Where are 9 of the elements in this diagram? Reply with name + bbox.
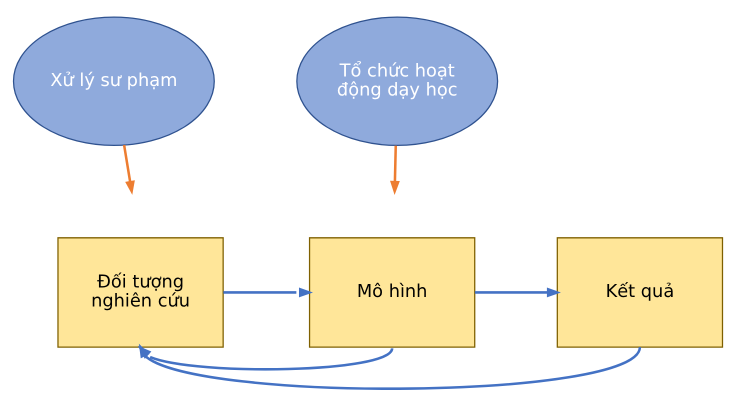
arrow bbox=[390, 146, 400, 195]
node-box: Mô hình bbox=[308, 237, 476, 348]
node-box: Kết quả bbox=[556, 237, 724, 348]
node-ellipse: Xử lý sư phạm bbox=[12, 16, 215, 146]
node-ellipse: Tổ chức hoạt động dạy học bbox=[296, 16, 498, 146]
arrow bbox=[223, 288, 313, 298]
arrow bbox=[122, 144, 135, 195]
arrow bbox=[474, 288, 561, 298]
node-box: Đối tượng nghiên cứu bbox=[57, 237, 224, 348]
